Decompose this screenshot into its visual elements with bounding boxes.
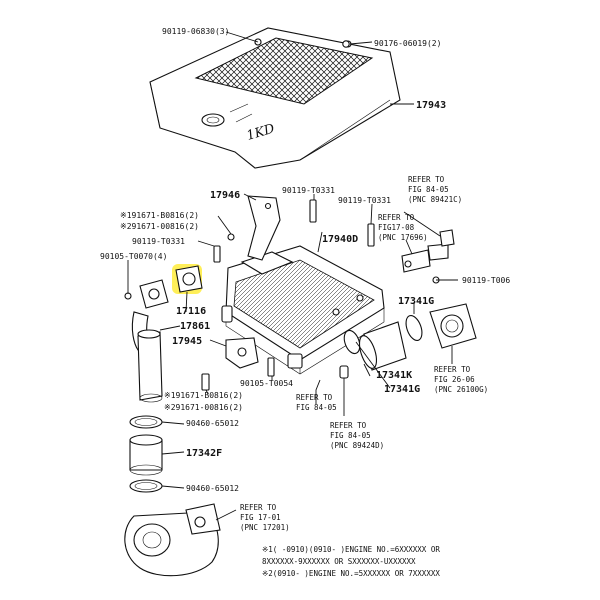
bolt-90176-06019 bbox=[342, 40, 350, 48]
nut-91671-bot bbox=[201, 373, 210, 391]
bolt-90119-T0331-c bbox=[213, 245, 221, 263]
svg-text:(PNC 17201): (PNC 17201) bbox=[240, 523, 290, 532]
label-91671-B0816-top: ※191671-B0816(2) bbox=[120, 211, 199, 220]
label-17946: 17946 bbox=[210, 190, 240, 201]
svg-text:(PNC 89421C): (PNC 89421C) bbox=[408, 195, 462, 204]
bracket-17945 bbox=[225, 337, 259, 369]
label-90460-65012-b: 90460-65012 bbox=[186, 484, 239, 493]
label-90105-T0054: 90105-T0054 bbox=[240, 379, 293, 388]
svg-text:REFER TO: REFER TO bbox=[296, 393, 333, 402]
footnote-2: 8XXXXXX-9XXXXXX OR SXXXXXX-UXXXXXX bbox=[262, 557, 416, 566]
outlet-hose-17341K bbox=[358, 321, 407, 371]
sensor-fig84-05-top bbox=[439, 229, 455, 247]
svg-text:FIG 84-05: FIG 84-05 bbox=[330, 431, 371, 440]
svg-text:FIG 17-01: FIG 17-01 bbox=[240, 513, 281, 522]
outlet-clamp-right bbox=[405, 315, 423, 341]
svg-text:REFER TO: REFER TO bbox=[330, 421, 367, 430]
sensor-fig17-08 bbox=[401, 243, 449, 273]
labels: 90119-06830(3) 90176-06019(2) 17943 1794… bbox=[100, 27, 510, 493]
label-91671-B0816-bot: ※191671-B0816(2) bbox=[164, 391, 243, 400]
label-91671-00816-top: ※291671-00816(2) bbox=[120, 222, 199, 231]
label-91671-00816-bot: ※291671-00816(2) bbox=[164, 403, 243, 412]
svg-text:REFER TO: REFER TO bbox=[408, 175, 445, 184]
throttle-body bbox=[429, 303, 477, 349]
bolt-90119-T0331-b bbox=[367, 223, 375, 247]
label-17943: 17943 bbox=[416, 100, 446, 111]
svg-text:FIG17-08: FIG17-08 bbox=[378, 223, 415, 232]
nut-91671-top bbox=[227, 233, 235, 241]
label-17341G-b: 17341G bbox=[384, 384, 420, 395]
outlet-clamp-left bbox=[343, 329, 361, 355]
intercooler bbox=[221, 245, 385, 375]
footnote-1: ※1( -0910)(0910- )ENGINE NO.=6XXXXXX OR bbox=[262, 545, 440, 554]
bolt-90105-T0054 bbox=[267, 357, 275, 377]
bracket-17946 bbox=[247, 195, 281, 261]
hose-clamp-upper bbox=[129, 415, 163, 429]
label-17116: 17116 bbox=[176, 306, 206, 317]
ref-fig84-05-top: REFER TO FIG 84-05 (PNC 89421C) bbox=[408, 175, 462, 204]
label-90119-T0331-a: 90119-T0331 bbox=[282, 186, 335, 195]
label-17342F: 17342F bbox=[186, 448, 222, 459]
intake-pipe-17861 bbox=[137, 329, 163, 403]
turbocharger bbox=[124, 503, 221, 577]
svg-text:REFER TO: REFER TO bbox=[378, 213, 415, 222]
bolt-90119-T0331-a bbox=[309, 199, 317, 223]
svg-text:(PNC 89424D): (PNC 89424D) bbox=[330, 441, 384, 450]
label-90460-65012-a: 90460-65012 bbox=[186, 419, 239, 428]
label-90119-T0331-b: 90119-T0331 bbox=[338, 196, 391, 205]
small-sensor bbox=[339, 365, 349, 379]
hose-17342F bbox=[129, 434, 163, 476]
engine-cover: 1KD bbox=[149, 27, 401, 169]
hose-clamp-lower bbox=[129, 479, 163, 493]
svg-text:REFER TO: REFER TO bbox=[434, 365, 471, 374]
gasket-17116 bbox=[172, 264, 203, 294]
label-17945: 17945 bbox=[172, 336, 202, 347]
ref-fig17-08: REFER TO FIG17-08 (PNC 17696) bbox=[378, 213, 428, 242]
label-17940D: 17940D bbox=[322, 234, 358, 245]
label-90176-06019: 90176-06019(2) bbox=[374, 39, 441, 48]
footnote-3: ※2(0910- )ENGINE NO.=5XXXXXX OR 7XXXXXX bbox=[262, 569, 440, 578]
footnotes: ※1( -0910)(0910- )ENGINE NO.=6XXXXXX OR … bbox=[262, 545, 440, 578]
label-17341G-a: 17341G bbox=[398, 296, 434, 307]
svg-text:FIG 84-05: FIG 84-05 bbox=[408, 185, 449, 194]
label-90119-06830: 90119-06830(3) bbox=[162, 27, 229, 36]
ref-fig17-01: REFER TO FIG 17-01 (PNC 17201) bbox=[240, 503, 290, 532]
label-17861: 17861 bbox=[180, 321, 210, 332]
svg-text:FIG 84-05: FIG 84-05 bbox=[296, 403, 337, 412]
ref-fig84-05-left: REFER TO FIG 84-05 bbox=[296, 393, 337, 412]
label-90119-T0331-c: 90119-T0331 bbox=[132, 237, 185, 246]
svg-text:REFER TO: REFER TO bbox=[240, 503, 277, 512]
label-17341K: 17341K bbox=[376, 370, 412, 381]
svg-text:(PNC 26100G): (PNC 26100G) bbox=[434, 385, 488, 394]
label-90105-T0070: 90105-T0070(4) bbox=[100, 252, 167, 261]
svg-text:FIG 26-06: FIG 26-06 bbox=[434, 375, 475, 384]
label-90119-T006: 90119-T006 bbox=[462, 276, 510, 285]
ref-fig26-06: REFER TO FIG 26-06 (PNC 26100G) bbox=[434, 365, 488, 394]
leader-lines bbox=[127, 31, 458, 521]
ref-fig84-05-bot: REFER TO FIG 84-05 (PNC 89424D) bbox=[330, 421, 384, 450]
svg-text:(PNC 17696): (PNC 17696) bbox=[378, 233, 428, 242]
